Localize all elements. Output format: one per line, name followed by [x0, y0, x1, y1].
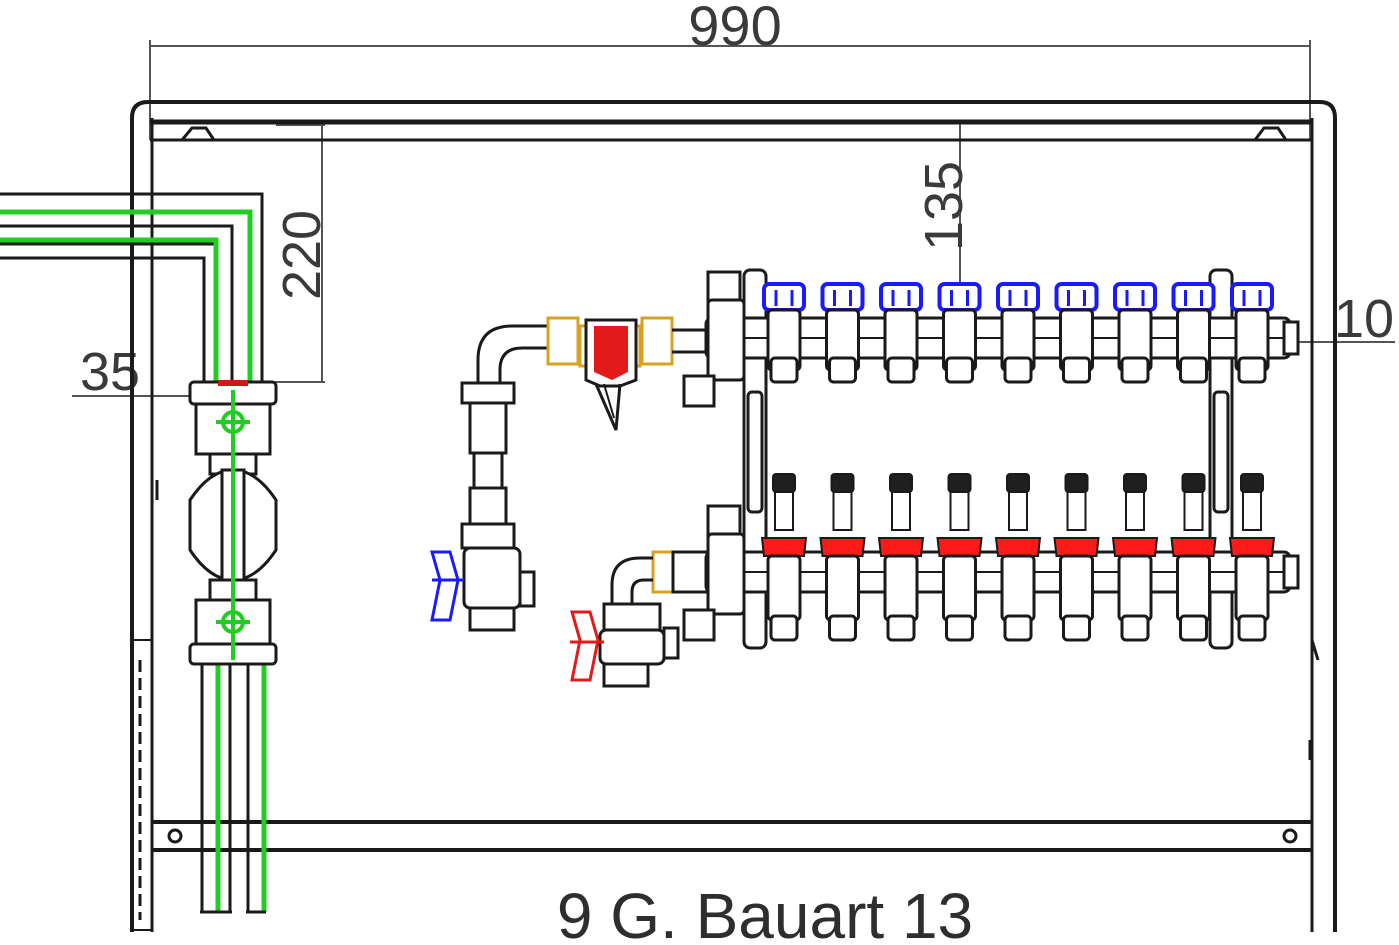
dimension-pipe-height: [270, 124, 325, 383]
return-valve-cap-2: [819, 537, 866, 557]
flow-meter-2: [832, 491, 853, 531]
flow-meter-5: [1008, 491, 1028, 531]
supply-strainer: [584, 318, 638, 431]
flow-meter-4: [949, 491, 970, 531]
return-outlet-3: [883, 554, 919, 622]
dimension-990-label: 990: [688, 0, 781, 57]
supply-valve-cap-9: [1230, 282, 1274, 312]
flow-meter-cap-5: [1006, 473, 1030, 493]
cabinet-frame: [130, 100, 1337, 932]
supply-valve-cap-7: [1113, 282, 1157, 312]
flow-meter-cap-3: [889, 473, 913, 493]
return-outlet-7: [1117, 554, 1153, 622]
flow-meter-cap-8: [1181, 473, 1206, 493]
return-outlet-2: [825, 554, 860, 622]
return-outlet-4: [942, 554, 977, 622]
return-valve-cap-7: [1111, 537, 1159, 557]
return-ball-valve-handle-icon: [570, 610, 604, 682]
supply-valve-cap-5: [996, 282, 1040, 312]
return-outlet-1: [766, 554, 802, 622]
dimension-220-label: 220: [272, 210, 332, 300]
flow-meter-cap-2: [830, 473, 855, 493]
flow-meter-cap-4: [947, 473, 972, 493]
connection-pipes: [0, 192, 267, 914]
supply-valve-cap-8: [1171, 282, 1216, 312]
flow-meter-1: [774, 491, 794, 531]
flow-meter-7: [1125, 491, 1145, 531]
drawing-title: 9 G. Bauart 13: [557, 880, 973, 945]
return-inlet-piping: [598, 550, 709, 688]
return-valve-cap-3: [877, 537, 925, 557]
return-valve-cap-5: [994, 537, 1042, 557]
return-outlet-9: [1234, 554, 1270, 622]
flow-meter-cap-9: [1240, 473, 1264, 493]
flow-meter-cap-7: [1123, 473, 1147, 493]
return-valve-cap-6: [1053, 537, 1100, 557]
flow-meter-9: [1242, 491, 1262, 531]
flow-meter-8: [1183, 491, 1204, 531]
ball-valve-assembly: [188, 380, 278, 666]
return-valve-cap-9: [1228, 537, 1276, 557]
supply-ball-valve-handle-icon: [430, 550, 464, 622]
return-valve-cap-1: [760, 537, 808, 557]
dimension-135-label: 135: [914, 161, 974, 251]
flow-meter-cap-6: [1064, 473, 1089, 493]
supply-inlet-piping: [460, 324, 548, 632]
return-outlet-8: [1176, 554, 1211, 622]
dimension-10-label: 10: [1334, 289, 1394, 349]
supply-valve-cap-4: [937, 282, 982, 312]
supply-valve-cap-6: [1054, 282, 1099, 312]
flow-meter-cap-1: [772, 473, 796, 493]
return-valve-cap-8: [1170, 537, 1217, 557]
return-outlet-5: [1000, 554, 1036, 622]
supply-valve-cap-3: [879, 282, 923, 312]
return-valve-cap-4: [936, 537, 983, 557]
brass-fittings: [546, 316, 675, 594]
flow-meter-6: [1066, 491, 1087, 531]
manifold-outlets: [760, 282, 1276, 642]
return-outlet-6: [1059, 554, 1094, 622]
flow-meter-3: [891, 491, 911, 531]
supply-valve-cap-2: [820, 282, 865, 312]
supply-valve-cap-1: [762, 282, 806, 312]
